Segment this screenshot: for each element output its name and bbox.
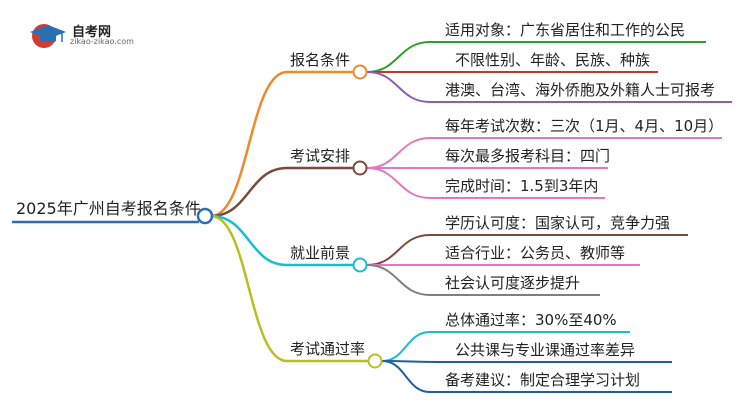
branch-connector [209,70,289,218]
leaf-connector [366,167,431,199]
root-node-circle [196,207,214,225]
leaf-label: 不限性别、年龄、民族、种族 [455,51,651,69]
leaf-label: 总体通过率：30%至40% [445,311,617,329]
leaf-label: 适用对象：广东省居住和工作的公民 [445,21,686,39]
branch-connector [209,214,289,267]
branch-node-circle [367,353,383,369]
branch-label: 考试安排 [290,147,351,165]
branch-node-circle [352,64,368,80]
leaf-label: 学历认可度：国家认可，竞争力强 [445,214,671,232]
leaf-connector [366,234,431,266]
leaf-connector [366,137,431,169]
branch-label: 就业前景 [290,244,351,262]
leaf-label: 港澳、台湾、海外侨胞及外籍人士可报考 [445,81,716,99]
leaf-label: 适合行业：公务员、教师等 [445,244,626,262]
leaf-label: 每次最多报考科目：四门 [445,147,611,165]
leaf-label: 每年考试次数：三次（1月、4月、10月） [445,117,724,135]
branch-node-circle [352,160,368,176]
site-logo: 自考网 zikao-zikao.com [28,20,138,50]
leaf-connector [366,264,431,296]
branch-label: 考试通过率 [290,340,366,358]
branch-node-circle [352,257,368,273]
root-node-label: 2025年广州自考报名条件 [16,199,201,218]
branch-connector [209,214,289,363]
leaf-connector [381,360,431,393]
logo-subtitle: zikao-zikao.com [70,37,134,46]
branch-connector [209,166,289,218]
leaf-label: 社会认可度逐步提升 [445,274,581,292]
leaf-connector [381,331,431,362]
leaf-label: 备考建议：制定合理学习计划 [445,371,641,389]
leaf-label: 公共课与专业课通过率差异 [455,341,636,359]
leaf-label: 完成时间：1.5到3年内 [445,177,599,195]
logo-title: 自考网 [72,25,112,40]
graduation-cap-icon [30,24,66,48]
leaf-connector [366,71,431,103]
leaf-connector [366,41,431,73]
branch-label: 报名条件 [290,51,351,69]
